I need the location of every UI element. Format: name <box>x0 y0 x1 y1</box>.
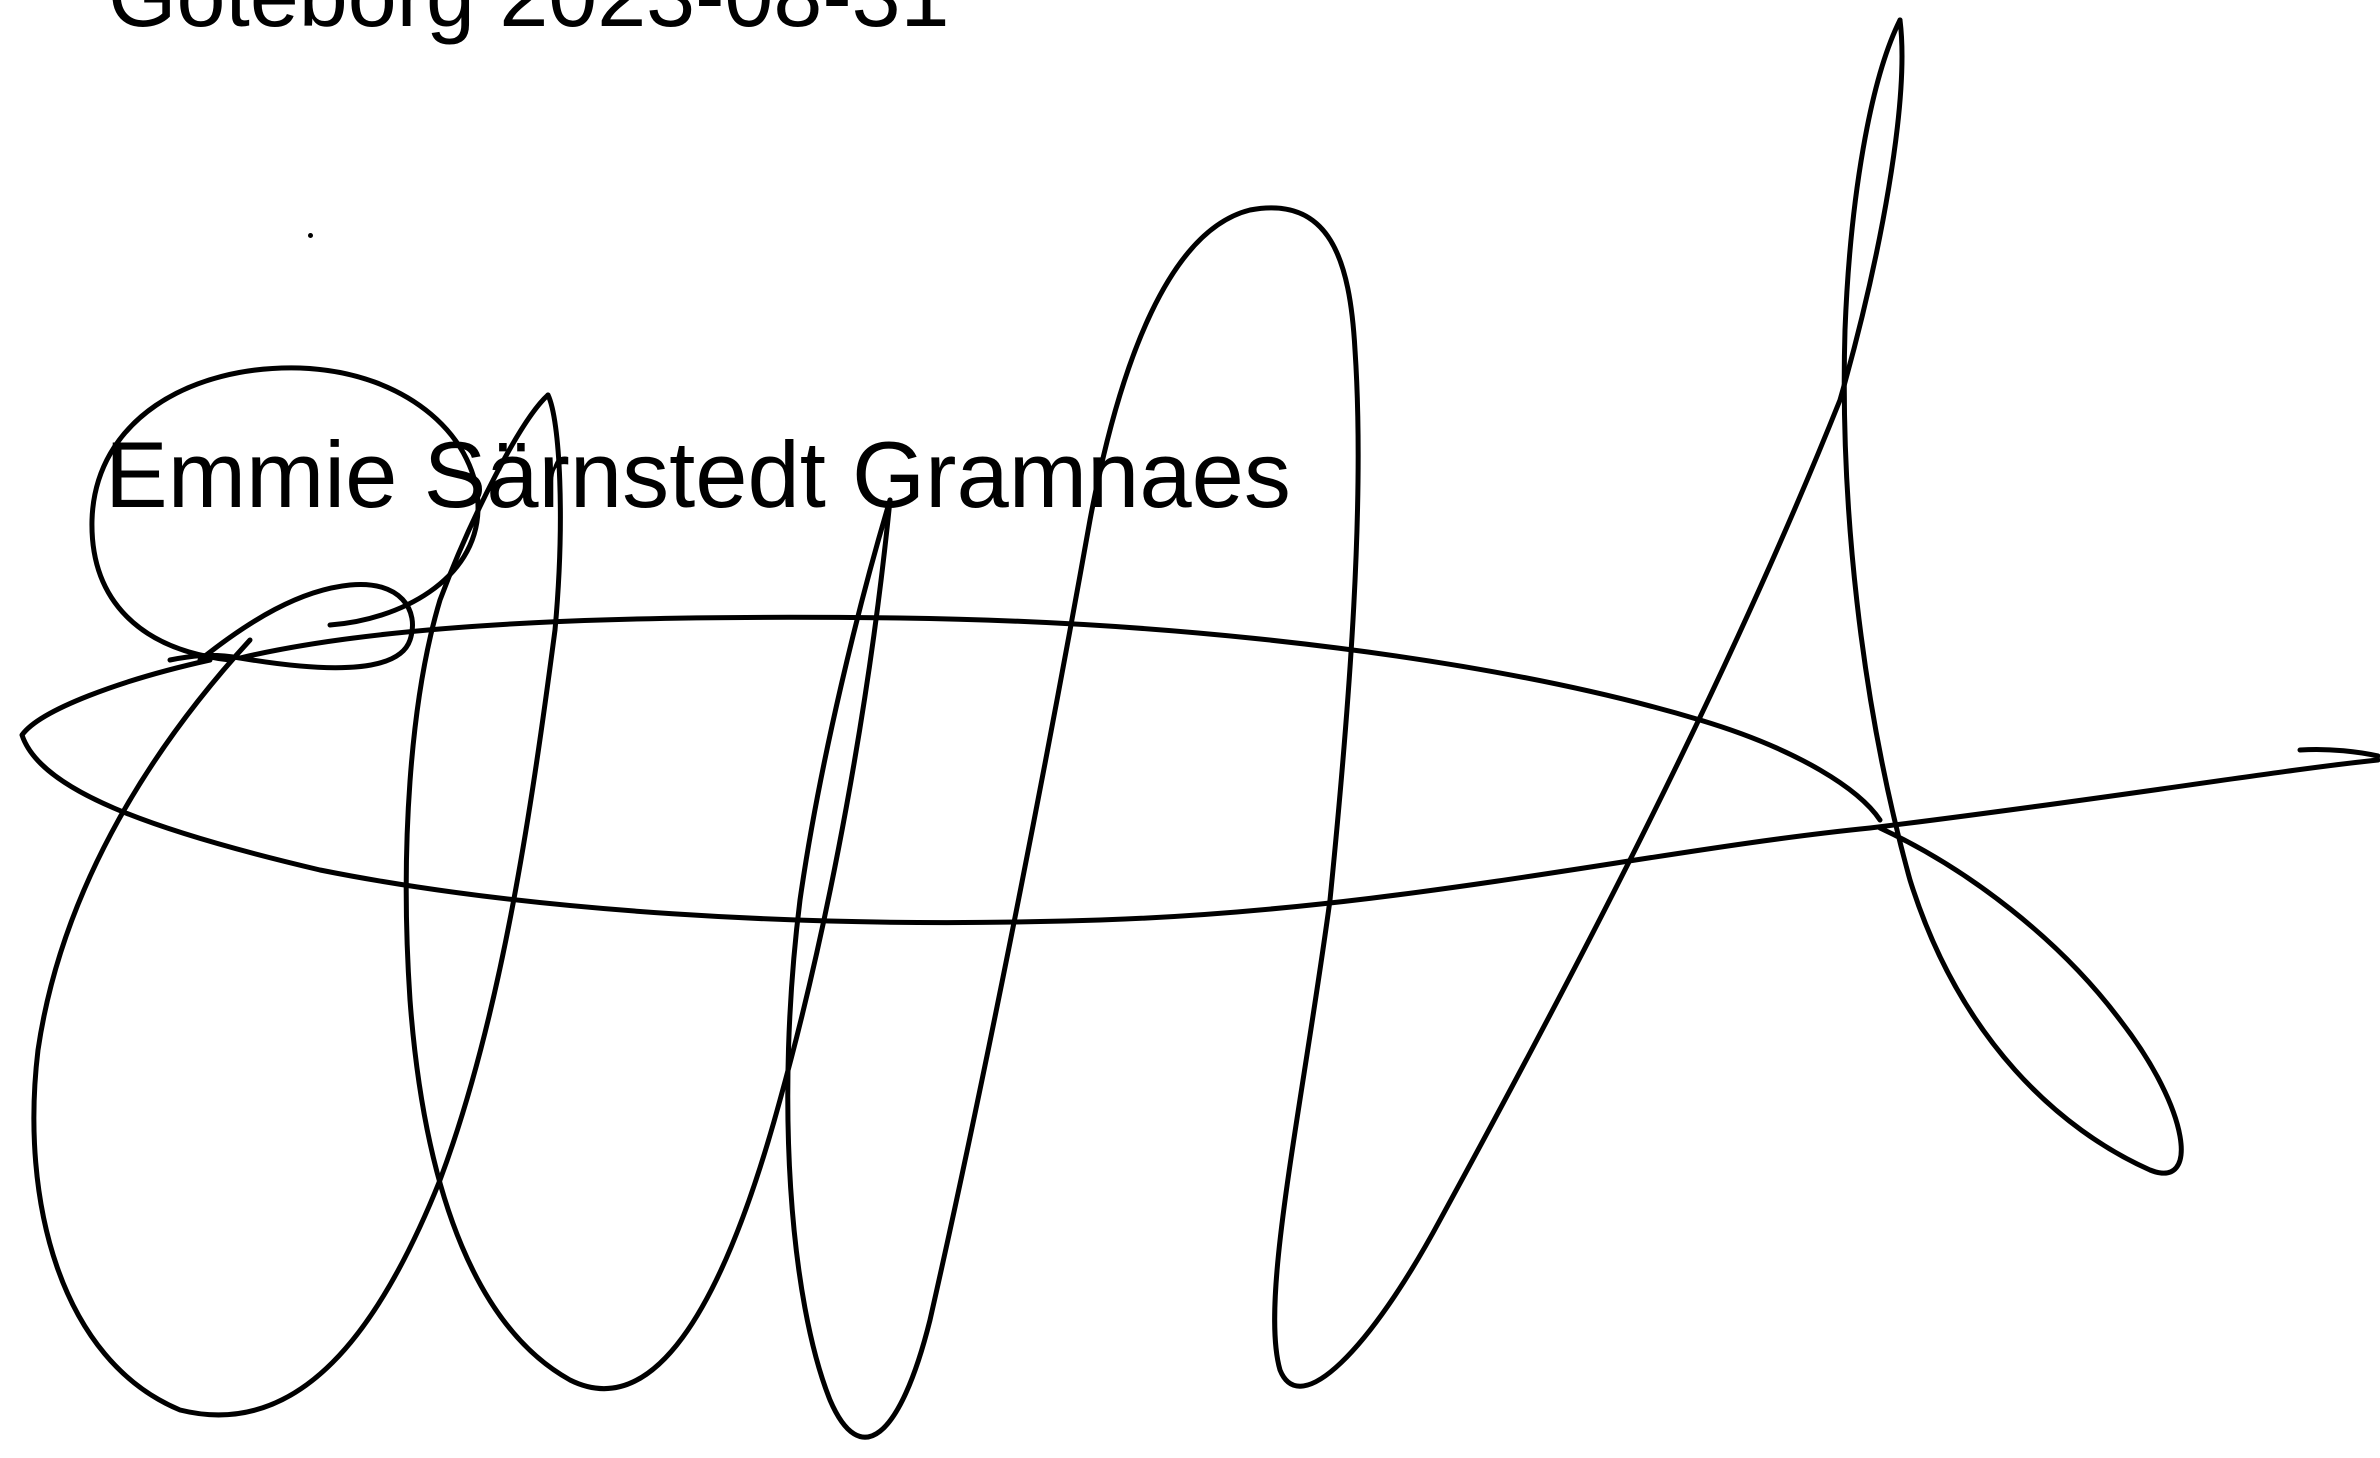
ink-speck <box>308 233 313 238</box>
place-date-line: Göteborg 2023-08-31 <box>108 0 950 40</box>
